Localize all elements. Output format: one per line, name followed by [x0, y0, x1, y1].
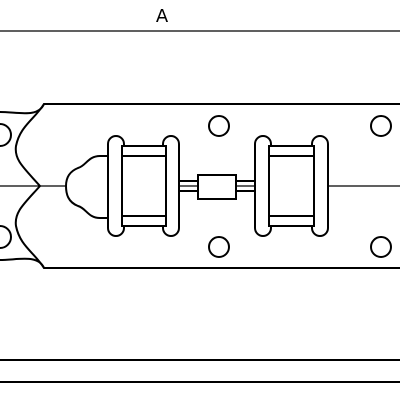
bolt-center-block [197, 174, 237, 200]
mounting-hole [208, 115, 230, 137]
dimension-label-a: A [156, 6, 169, 27]
mounting-hole [370, 115, 392, 137]
mounting-hole [208, 236, 230, 258]
left-bracket [107, 135, 180, 237]
right-bracket [254, 135, 329, 237]
left-hole-bottom [0, 225, 12, 250]
left-hole-top [0, 123, 12, 148]
mounting-hole [370, 236, 392, 258]
